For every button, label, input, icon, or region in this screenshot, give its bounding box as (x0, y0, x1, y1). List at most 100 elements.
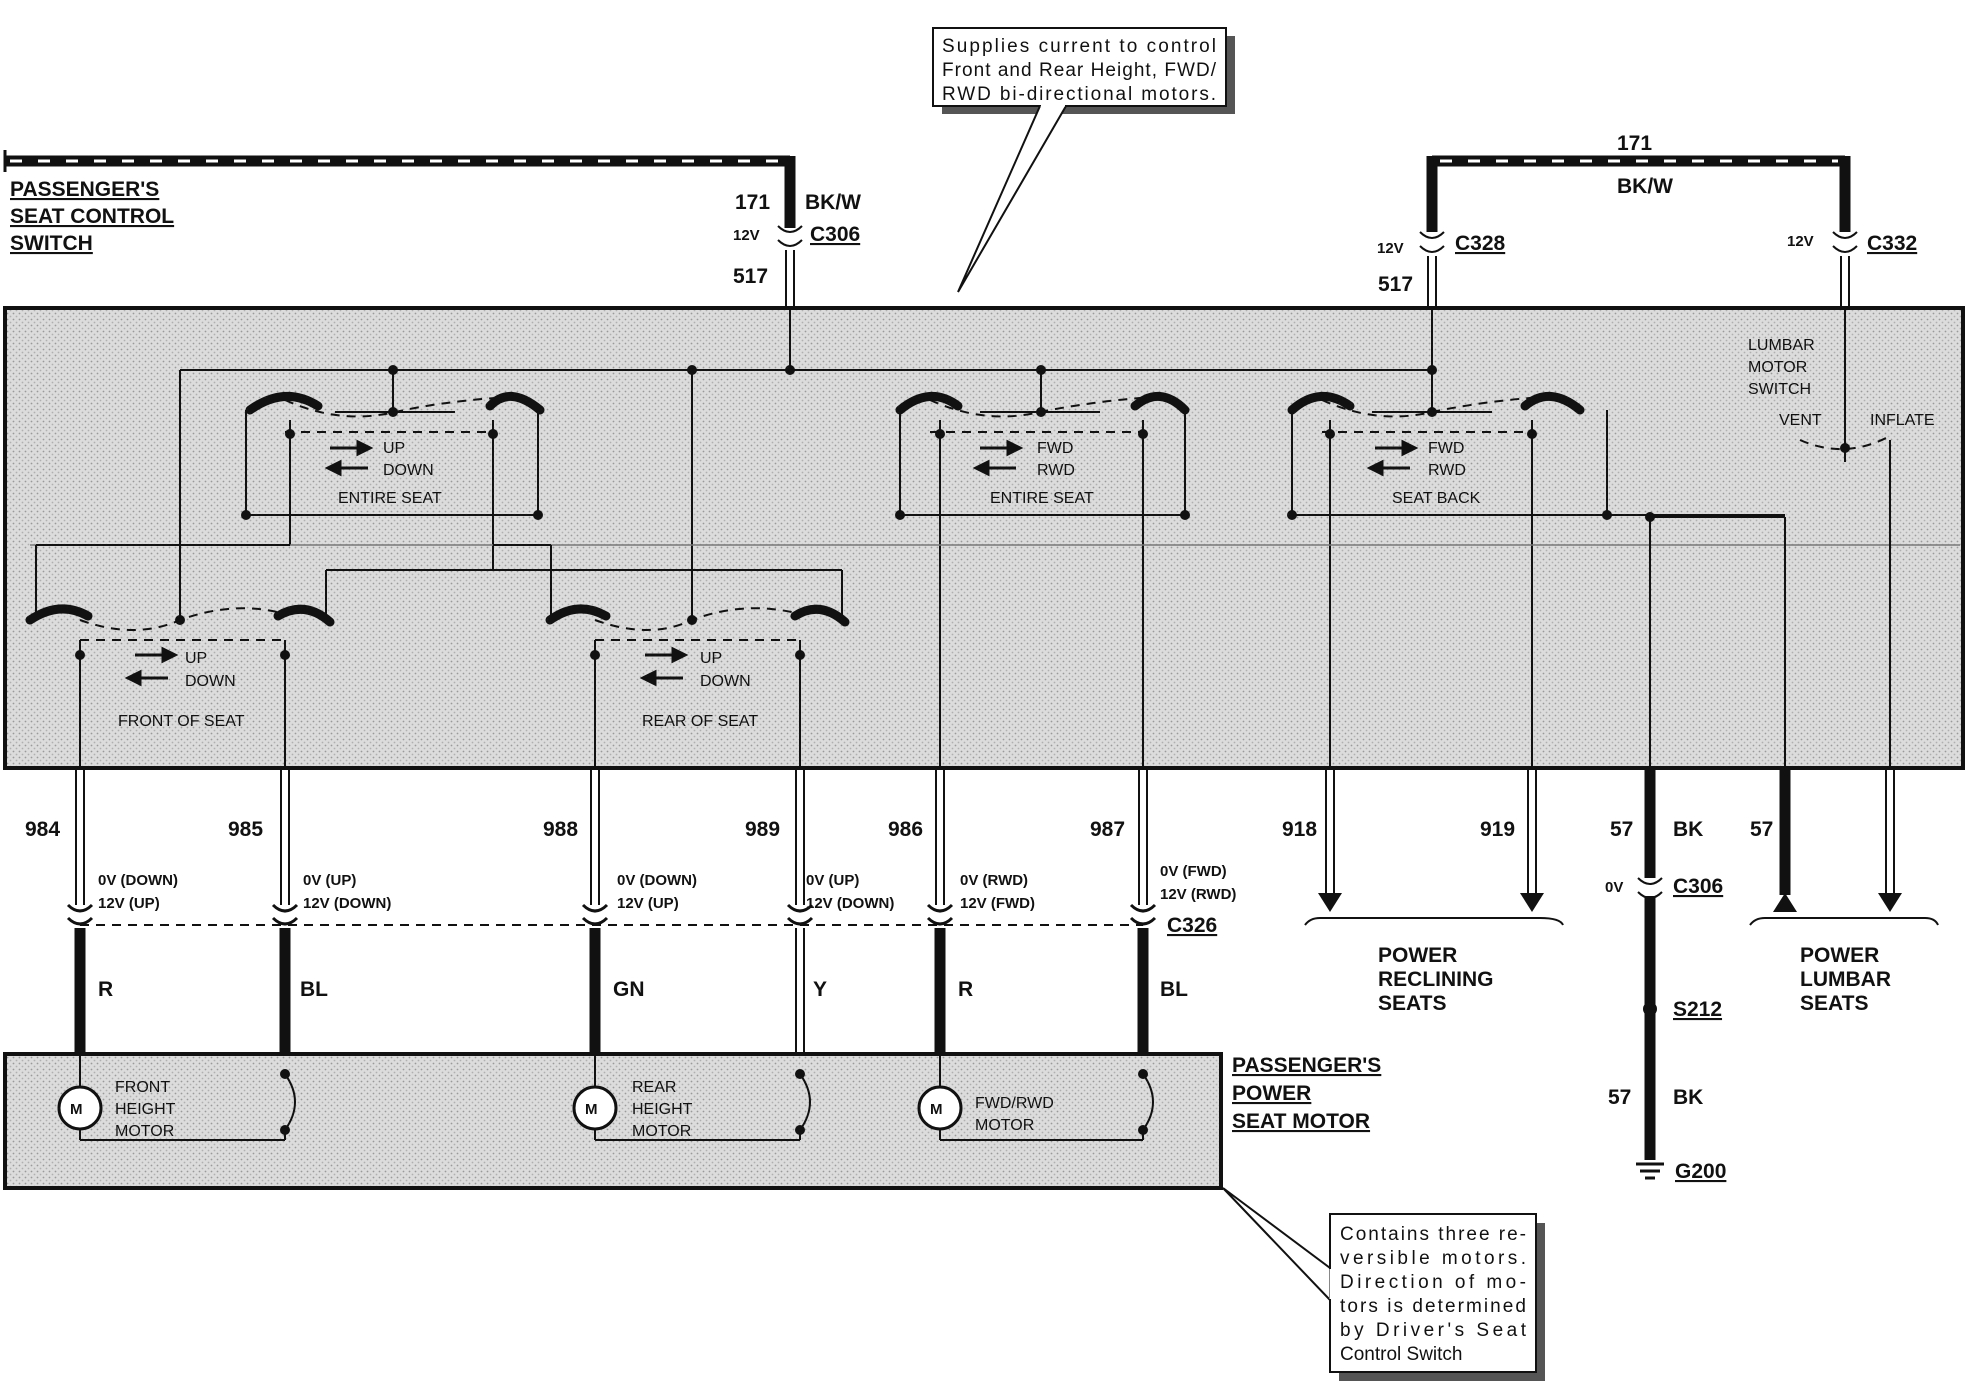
switch3-up: FWD (1428, 440, 1464, 457)
switch4-up: UP (185, 650, 207, 667)
ground-circuit: 57 (1610, 818, 1633, 841)
lumbar-vent-label: VENT (1779, 412, 1822, 429)
motor-wires (66, 770, 1939, 1180)
bottom-callout-line-2: versible motors. (1340, 1248, 1526, 1269)
wire-987-state1: 0V (FWD) (1160, 863, 1227, 880)
wire-labels: 984 0V (DOWN) 12V (UP) R 985 0V (UP) 12V… (25, 818, 1773, 1183)
ground-point: G200 (1675, 1160, 1726, 1183)
wire-984-state2: 12V (UP) (98, 895, 160, 912)
switch4-down: DOWN (185, 673, 236, 690)
left-supply-connector: C306 (810, 223, 860, 246)
switch2-down: RWD (1037, 462, 1075, 479)
bottom-callout-line-4: tors is determined (1340, 1296, 1526, 1317)
wire-988-circuit: 988 (543, 818, 578, 841)
ground-color: BK (1673, 818, 1703, 841)
wire-984-circuit: 984 (25, 818, 60, 841)
wire-988-state2: 12V (UP) (617, 895, 679, 912)
wire-989-circuit: 989 (745, 818, 780, 841)
right-supply-connector-a: C328 (1455, 232, 1506, 255)
bottom-callout-line-6: Control Switch (1340, 1344, 1463, 1365)
right-supply-voltage-b: 12V (1787, 233, 1814, 250)
motor3-symbol: M (930, 1101, 943, 1118)
bottom-callout-line-1: Contains three re- (1340, 1224, 1526, 1245)
switch1-label: ENTIRE SEAT (338, 490, 442, 507)
wire-989-state1: 0V (UP) (806, 872, 859, 889)
wire-984-state1: 0V (DOWN) (98, 872, 178, 889)
ground-voltage: 0V (1605, 879, 1623, 896)
top-callout-line-2: Front and Rear Height, FWD/ (942, 60, 1217, 81)
wire-984-color: R (98, 978, 113, 1001)
lumbar-switch-title-2: MOTOR (1748, 359, 1807, 376)
reclining-wire-918: 918 (1282, 818, 1317, 841)
motor2-name-3: MOTOR (632, 1123, 691, 1140)
motor1-name-1: FRONT (115, 1079, 170, 1096)
motor-title-2: POWER (1232, 1082, 1311, 1105)
seat-control-switch-box (3, 306, 1965, 770)
motor-title-1: PASSENGER'S (1232, 1054, 1381, 1077)
switch3-label: SEAT BACK (1392, 490, 1481, 507)
reclining-seats-label: POWER RECLINING SEATS (1378, 944, 1494, 1015)
motor-connector: C326 (1167, 914, 1217, 937)
wire-985-circuit: 985 (228, 818, 263, 841)
lumbar-inflate-label: INFLATE (1870, 412, 1935, 429)
junction-dots (75, 365, 1850, 660)
wire-985-color: BL (300, 978, 328, 1001)
bottom-callout: Contains three re- versible motors. Dire… (1222, 1187, 1545, 1381)
motor-circuits: M FRONT HEIGHT MOTOR M REAR HEIGHT MOTOR… (57, 1054, 1154, 1141)
motor1-name-3: MOTOR (115, 1123, 174, 1140)
switch5-label: REAR OF SEAT (642, 713, 758, 730)
switch2-label: ENTIRE SEAT (990, 490, 1094, 507)
switch5-down: DOWN (700, 673, 751, 690)
wire-986-color: R (958, 978, 973, 1001)
ground-circuit-2: 57 (1608, 1086, 1631, 1109)
ground-connector: C306 (1673, 875, 1723, 898)
svg-text:LUMBAR: LUMBAR (1800, 968, 1891, 991)
motor1-name-2: HEIGHT (115, 1101, 176, 1118)
top-callout-line-3: RWD bi-directional motors. (942, 84, 1216, 105)
internal-wiring (30, 308, 1960, 770)
svg-text:SEATS: SEATS (1378, 992, 1446, 1015)
wire-988-color: GN (613, 978, 645, 1001)
top-callout-line-1: Supplies current to control (942, 36, 1216, 57)
wire-989-color: Y (813, 978, 827, 1001)
switch-contacts (25, 391, 1585, 627)
ground-color-2: BK (1673, 1086, 1703, 1109)
ground-splice: S212 (1673, 998, 1722, 1021)
switch1-up: UP (383, 440, 405, 457)
left-supply-circuit-out: 517 (733, 265, 768, 288)
motor3-name-2: MOTOR (975, 1117, 1034, 1134)
right-supply-circuit-out: 517 (1378, 273, 1413, 296)
motor2-name-1: REAR (632, 1079, 676, 1096)
motor-title-3: SEAT MOTOR (1232, 1110, 1370, 1133)
wire-986-circuit: 986 (888, 818, 923, 841)
bottom-callout-line-5: by Driver's Seat (1340, 1320, 1527, 1341)
lumbar-seats-label: POWER LUMBAR SEATS (1800, 944, 1891, 1015)
top-callout: Supplies current to control Front and Re… (932, 27, 1235, 293)
right-supply-circuit: 171 (1617, 132, 1652, 155)
right-supply-color: BK/W (1617, 175, 1673, 198)
wire-988-state1: 0V (DOWN) (617, 872, 697, 889)
svg-text:RECLINING: RECLINING (1378, 968, 1494, 991)
svg-text:POWER: POWER (1378, 944, 1457, 967)
wire-989-state2: 12V (DOWN) (806, 895, 894, 912)
switch-title-2: SEAT CONTROL (10, 205, 174, 228)
switch-title-3: SWITCH (10, 232, 93, 255)
supply-wire-left (3, 150, 803, 308)
lumbar-wire: 57 (1750, 818, 1773, 841)
wire-987-color: BL (1160, 978, 1188, 1001)
svg-text:SEATS: SEATS (1800, 992, 1868, 1015)
left-supply-voltage: 12V (733, 227, 760, 244)
right-supply-voltage-a: 12V (1377, 240, 1404, 257)
reclining-wire-919: 919 (1480, 818, 1515, 841)
lumbar-switch-title-3: SWITCH (1748, 381, 1811, 398)
switch4-label: FRONT OF SEAT (118, 713, 245, 730)
svg-text:POWER: POWER (1800, 944, 1879, 967)
switch-arrows (124, 439, 1419, 687)
motor2-name-2: HEIGHT (632, 1101, 693, 1118)
motor1-symbol: M (70, 1101, 83, 1118)
switch1-down: DOWN (383, 462, 434, 479)
switch2-up: FWD (1037, 440, 1073, 457)
wire-985-state2: 12V (DOWN) (303, 895, 391, 912)
left-supply-color: BK/W (805, 191, 861, 214)
